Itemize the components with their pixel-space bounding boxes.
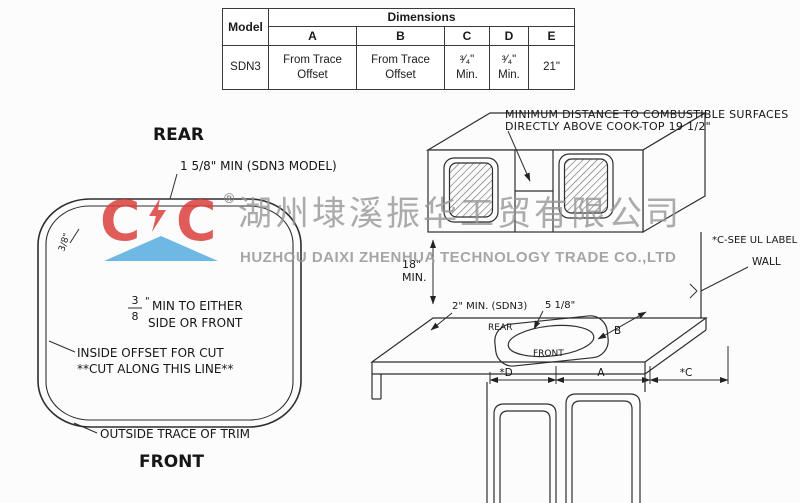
- combustible-note-line2: DIRECTLY ABOVE COOK-TOP 19 1/2": [505, 120, 711, 133]
- dimension-c-cell: ³⁄₄" Min.: [444, 45, 490, 90]
- inside-offset-line2: **CUT ALONG THIS LINE**: [77, 362, 233, 376]
- dim-2-leader: [430, 312, 453, 331]
- right-grille: [558, 153, 614, 219]
- fraction-quote: ": [145, 296, 150, 307]
- outside-trace-outline: [37, 198, 302, 428]
- column-b-header: B: [356, 26, 445, 46]
- outside-trace-label: OUTSIDE TRACE OF TRIM: [100, 427, 250, 441]
- dim-b-label: B: [614, 325, 621, 337]
- c-min: Min.: [456, 68, 478, 81]
- counter-rear-label: REAR: [488, 323, 512, 333]
- top-min-note: 1 5/8" MIN (SDN3 MODEL): [180, 159, 337, 173]
- inside-note-leader: [48, 340, 76, 353]
- cutout-oval: [507, 324, 595, 358]
- c-fraction: ³⁄₄": [459, 54, 475, 67]
- installation-diagram: [370, 111, 749, 503]
- dimension-d-cell: ³⁄₄" Min.: [489, 45, 529, 90]
- top-note-leader: [169, 173, 178, 200]
- ul-label-note: *C-SEE UL LABEL: [712, 235, 798, 246]
- dimension-b-cell: From Trace Offset: [356, 45, 445, 90]
- clearance-18-min-label: MIN.: [402, 271, 426, 284]
- dimensions-table: Model Dimensions A B C D E SDN3 From Tra…: [222, 8, 575, 90]
- dimension-a-cell: From Trace Offset: [268, 45, 357, 90]
- dim-5-18-leader: [533, 310, 544, 330]
- template-labels: REAR FRONT 1 5/8" MIN (SDN3 MODEL) 3/8" …: [57, 125, 336, 472]
- cutout-template-diagram: [37, 173, 302, 434]
- d-min: Min.: [498, 68, 520, 81]
- right-grille-hatch: [563, 158, 609, 214]
- wall-label: WALL: [752, 256, 781, 268]
- model-column-header: Model: [222, 8, 269, 46]
- column-e-header: E: [528, 26, 575, 46]
- column-letter-row: A B C D E: [223, 26, 575, 46]
- dimension-e-cell: 21": [528, 45, 575, 90]
- base-door-right-inner: [571, 400, 633, 503]
- fraction-denominator: 8: [132, 310, 139, 323]
- left-grille: [443, 157, 499, 223]
- combustible-note-line1: MINIMUM DISTANCE TO COMBUSTIBLE SURFACES: [505, 108, 789, 121]
- d-fraction: ³⁄₄": [501, 54, 517, 67]
- inside-offset-line1: INSIDE OFFSET FOR CUT: [77, 346, 224, 360]
- base-door-right-outer: [565, 393, 641, 503]
- column-a-header: A: [268, 26, 357, 46]
- column-d-header: D: [489, 26, 529, 46]
- fraction-numerator: 3: [132, 294, 139, 307]
- combustible-note-leader: [507, 130, 531, 182]
- side-note-line2: SIDE OR FRONT: [148, 316, 243, 330]
- left-grille-hatch: [448, 162, 494, 218]
- base-door-left-outer: [493, 403, 557, 503]
- dim-d-label: *D: [499, 367, 512, 379]
- model-cell: SDN3: [222, 45, 269, 90]
- counter-front-label: FRONT: [533, 349, 564, 359]
- dim-5-18-label: 5 1/8": [545, 300, 575, 311]
- dim-b-line: [597, 311, 647, 340]
- rear-label: REAR: [153, 125, 204, 145]
- wall-leader: [700, 266, 749, 292]
- clearance-18-label: 18": [402, 258, 421, 271]
- sdn3-row: SDN3 From Trace Offset From Trace Offset…: [222, 45, 575, 90]
- installation-labels: MINIMUM DISTANCE TO COMBUSTIBLE SURFACES…: [402, 108, 798, 379]
- front-label: FRONT: [139, 452, 204, 472]
- base-door-left-inner: [499, 410, 551, 503]
- dimensions-header: Dimensions: [268, 8, 575, 27]
- column-c-header: C: [444, 26, 490, 46]
- dim-a-label: A: [597, 367, 605, 379]
- corner-offset-leader: [69, 228, 80, 244]
- dim-c-label: *C: [680, 367, 693, 379]
- outside-note-leader: [73, 422, 98, 434]
- inside-cut-outline: [45, 205, 294, 421]
- clearance-2-label: 2" MIN. (SDN3): [452, 301, 527, 312]
- side-note-line1: MIN TO EITHER: [152, 299, 243, 313]
